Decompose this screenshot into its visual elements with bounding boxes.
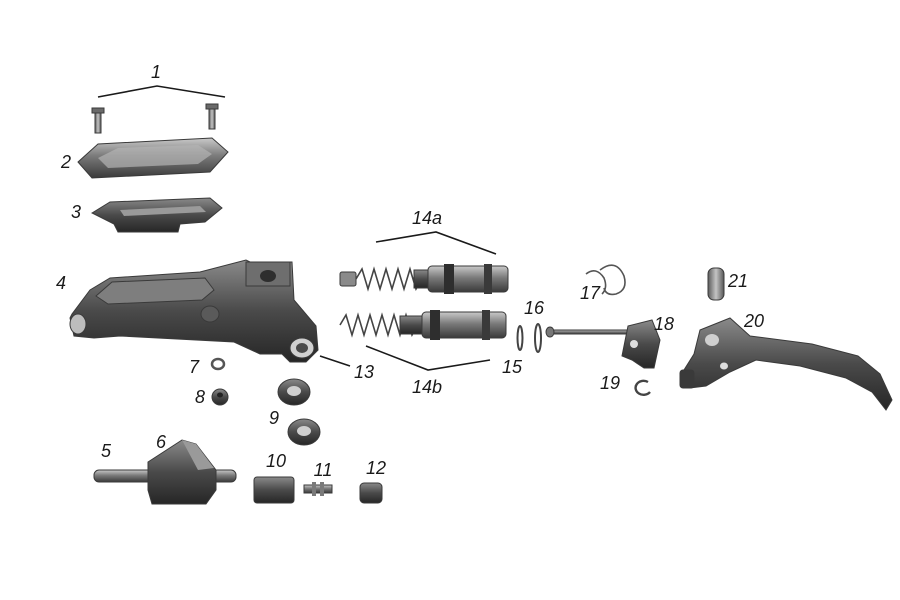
- label-8: 8: [195, 387, 205, 407]
- label-5: 5: [101, 441, 112, 461]
- label-20: 20: [743, 311, 764, 331]
- part-14b-piston-assembly: [339, 310, 507, 371]
- label-1: 1: [151, 62, 161, 82]
- label-10: 10: [266, 451, 286, 471]
- leader-13: [319, 355, 351, 367]
- label-6: 6: [156, 432, 167, 452]
- label-2: 2: [60, 152, 71, 172]
- part-17-spring: [585, 264, 626, 296]
- part-6-clamp: [147, 439, 217, 505]
- label-14b: 14b: [412, 377, 442, 397]
- label-4: 4: [56, 273, 66, 293]
- part-3-diaphragm: [90, 197, 223, 233]
- part-11-barb: [303, 482, 333, 496]
- label-12: 12: [366, 458, 386, 478]
- part-16-clip: [534, 323, 542, 353]
- part-21-pin: [707, 267, 725, 301]
- label-9: 9: [269, 408, 279, 428]
- label-13: 13: [354, 362, 374, 382]
- part-18-pushrod: [545, 319, 661, 369]
- part-15-clip: [516, 325, 524, 351]
- part-1-screws: [91, 85, 226, 134]
- label-21: 21: [727, 271, 748, 291]
- callout-labels: 1 2 3 4 5 6 7 8 9 10 11 12 13 14a 14b 15…: [56, 62, 764, 480]
- part-14a-piston-assembly: [339, 231, 509, 294]
- label-11: 11: [314, 460, 333, 480]
- part-7-ring: [210, 357, 226, 371]
- label-14a: 14a: [412, 208, 442, 228]
- part-2-cover: [77, 137, 229, 179]
- part-19-clip: [634, 379, 651, 397]
- part-8-washer: [211, 388, 229, 406]
- label-15: 15: [502, 357, 523, 377]
- label-16: 16: [524, 298, 545, 318]
- part-10-fitting: [253, 476, 295, 504]
- label-7: 7: [189, 357, 200, 377]
- label-17: 17: [580, 283, 601, 303]
- label-19: 19: [600, 373, 620, 393]
- part-20-lever-blade: [679, 317, 893, 411]
- part-4-lever-body: [69, 259, 319, 363]
- label-18: 18: [654, 314, 674, 334]
- part-12-olive: [359, 482, 383, 504]
- part-9-washers: [277, 378, 321, 446]
- label-3: 3: [71, 202, 81, 222]
